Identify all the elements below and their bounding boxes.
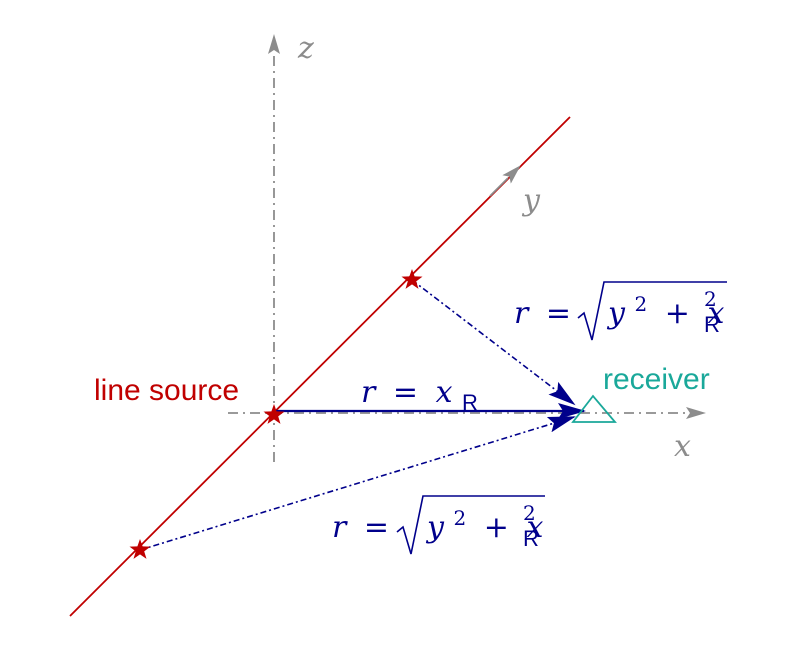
eq-plus: +: [665, 296, 690, 331]
eq-y-sup: 2: [635, 292, 648, 316]
upper-path-arrow: [411, 279, 576, 406]
receiver-label: receiver: [603, 363, 710, 396]
upper-sqrt-sign: [577, 281, 727, 341]
eq-plus: +: [484, 510, 509, 545]
upper-eq-x-sub: R: [704, 312, 720, 337]
lower-distance-equation-radicand: y 2 + x: [425, 498, 543, 545]
lower-path-arrow: [139, 416, 576, 551]
eq-y-sup: 2: [454, 506, 467, 530]
eq-lhs: r: [514, 296, 530, 331]
y-axis-arrow: [489, 165, 521, 197]
lower-sqrt-sign: [396, 495, 545, 555]
eq-y: y: [425, 510, 445, 545]
eq-equals: =: [364, 510, 389, 545]
eq-x: x: [707, 296, 724, 331]
lower-eq-x-sup: 2: [523, 501, 536, 525]
line-source: [69, 116, 571, 617]
upper-distance-equation-radicand: y 2 + x: [606, 284, 724, 331]
receiver-triangle-icon: [571, 394, 617, 423]
z-axis-label: z: [297, 31, 314, 66]
eq-lhs: r: [361, 375, 377, 410]
eq-equals: =: [546, 296, 571, 331]
x-axis-label: x: [674, 429, 691, 464]
source-point-star-icon: [129, 539, 151, 559]
direct-distance-equation: r = x R: [361, 375, 478, 415]
upper-eq-x-sup: 2: [704, 287, 717, 311]
lower-eq-x-sub: R: [523, 526, 539, 551]
eq-sub: R: [462, 390, 478, 415]
eq-equals: =: [393, 375, 418, 410]
eq-lhs: r: [332, 510, 348, 545]
y-axis-label: y: [521, 183, 541, 218]
eq-x: x: [526, 510, 543, 545]
line-source-label: line source: [94, 374, 239, 407]
eq-y: y: [606, 296, 626, 331]
lower-distance-equation-lhs: r =: [332, 510, 389, 545]
eq-var: x: [436, 375, 453, 410]
upper-distance-equation-lhs: r =: [514, 296, 571, 331]
